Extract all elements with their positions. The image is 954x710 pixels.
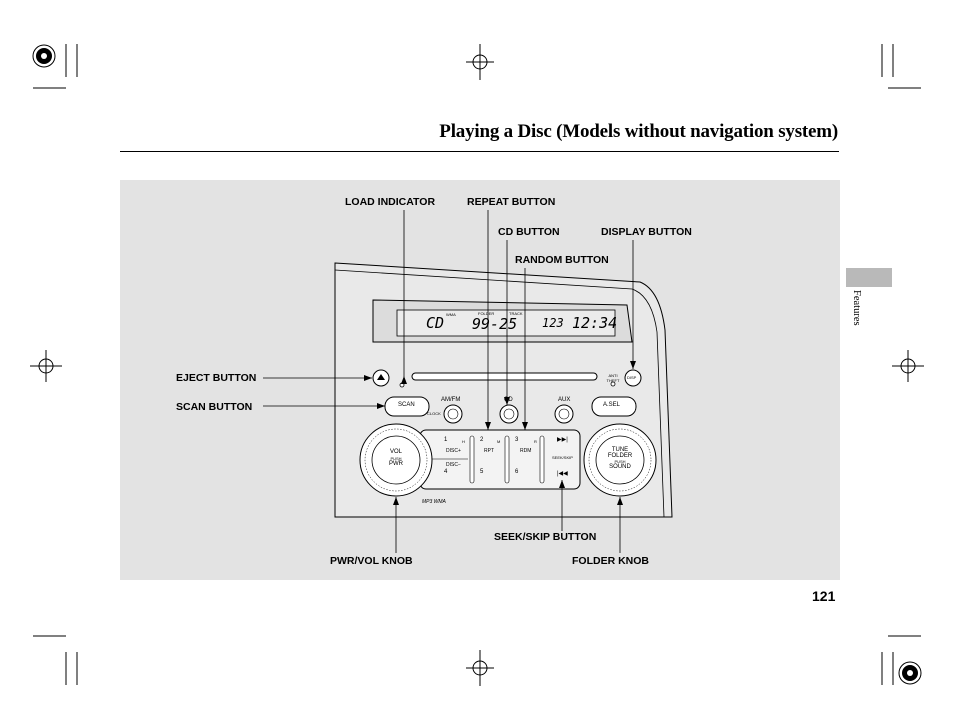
section-tab: [846, 268, 892, 287]
tune-knob-line3: PUSH: [614, 459, 626, 464]
callout-random-button: RANDOM BUTTON: [515, 254, 609, 266]
display-numbers: 123: [542, 316, 564, 330]
preset-1-sub: DISC+: [446, 448, 461, 454]
cd-label: CD: [504, 397, 513, 403]
vol-knob-labels[interactable]: VOL PUSH PWR: [380, 449, 412, 468]
preset-4-number[interactable]: 4: [444, 469, 448, 475]
callout-folder-knob: FOLDER KNOB: [572, 555, 649, 567]
vol-knob-line2: PUSH: [390, 456, 402, 461]
preset-3-number[interactable]: 3: [515, 437, 519, 443]
preset-2-number[interactable]: 2: [480, 437, 484, 443]
seek-skip-up-icon[interactable]: ▶▶|: [557, 437, 568, 443]
seek-skip-label: SEEK/SKIP: [552, 455, 573, 460]
preset-4-sub: DISC−: [446, 462, 461, 468]
format-label: MP3 WMA: [422, 499, 446, 505]
tune-knob-line4: SOUND: [609, 464, 631, 470]
callout-scan-button: SCAN BUTTON: [176, 401, 253, 413]
page-number: 121: [812, 588, 836, 604]
tune-knob-line1: TUNE: [611, 447, 629, 453]
clock-label: CLOCK: [427, 411, 441, 416]
preset-1-number[interactable]: 1: [444, 437, 448, 443]
disp-button[interactable]: DISP: [627, 375, 637, 380]
scan-button[interactable]: SCAN: [398, 402, 415, 408]
callout-display-button: DISPLAY BUTTON: [601, 226, 692, 238]
preset-1-mark: H: [462, 439, 465, 444]
page-title: Playing a Disc (Models without navigatio…: [439, 121, 838, 142]
tune-knob-labels[interactable]: TUNE FOLDER PUSH SOUND: [600, 447, 640, 470]
tune-knob-line2: FOLDER: [607, 453, 633, 459]
callout-load-indicator: LOAD INDICATOR: [345, 196, 436, 208]
preset-2-mark: M: [497, 439, 501, 444]
aux-label: AUX: [558, 397, 571, 403]
seek-skip-down-icon[interactable]: |◀◀: [557, 471, 568, 477]
vol-knob-line1: VOL: [389, 449, 402, 455]
callout-pwr-vol-knob: PWR/VOL KNOB: [330, 555, 413, 567]
display-badge-track: TRACK: [509, 311, 523, 316]
preset-3-mark: R: [534, 439, 537, 444]
preset-3-sub: RDM: [520, 448, 532, 454]
amfm-label: AM/FM: [441, 397, 461, 403]
callout-eject-button: EJECT BUTTON: [176, 372, 257, 384]
preset-2-sub: RPT: [484, 448, 494, 454]
vol-knob-line3: PWR: [389, 461, 403, 467]
asel-button[interactable]: A.SEL: [603, 402, 621, 408]
display-folder-track: 99-25: [472, 315, 518, 333]
anti-theft-label: ANTI THEFT: [606, 373, 620, 383]
section-tab-label: Features: [851, 290, 862, 326]
preset-5-number[interactable]: 5: [480, 469, 484, 475]
registration-star-icon: [32, 44, 922, 685]
preset-6-number[interactable]: 6: [515, 469, 519, 475]
callout-seek-skip-button: SEEK/SKIP BUTTON: [494, 531, 597, 543]
display-badge-wma: WMA: [446, 312, 456, 317]
display-clock: 12:34: [572, 314, 618, 332]
callout-leaders: [263, 210, 634, 553]
callout-cd-button: CD BUTTON: [498, 226, 560, 238]
callout-repeat-button: REPEAT BUTTON: [467, 196, 556, 208]
title-rule: [120, 151, 839, 152]
display-badge-folder: FOLDER: [478, 311, 495, 316]
display-mode: CD: [426, 314, 445, 332]
